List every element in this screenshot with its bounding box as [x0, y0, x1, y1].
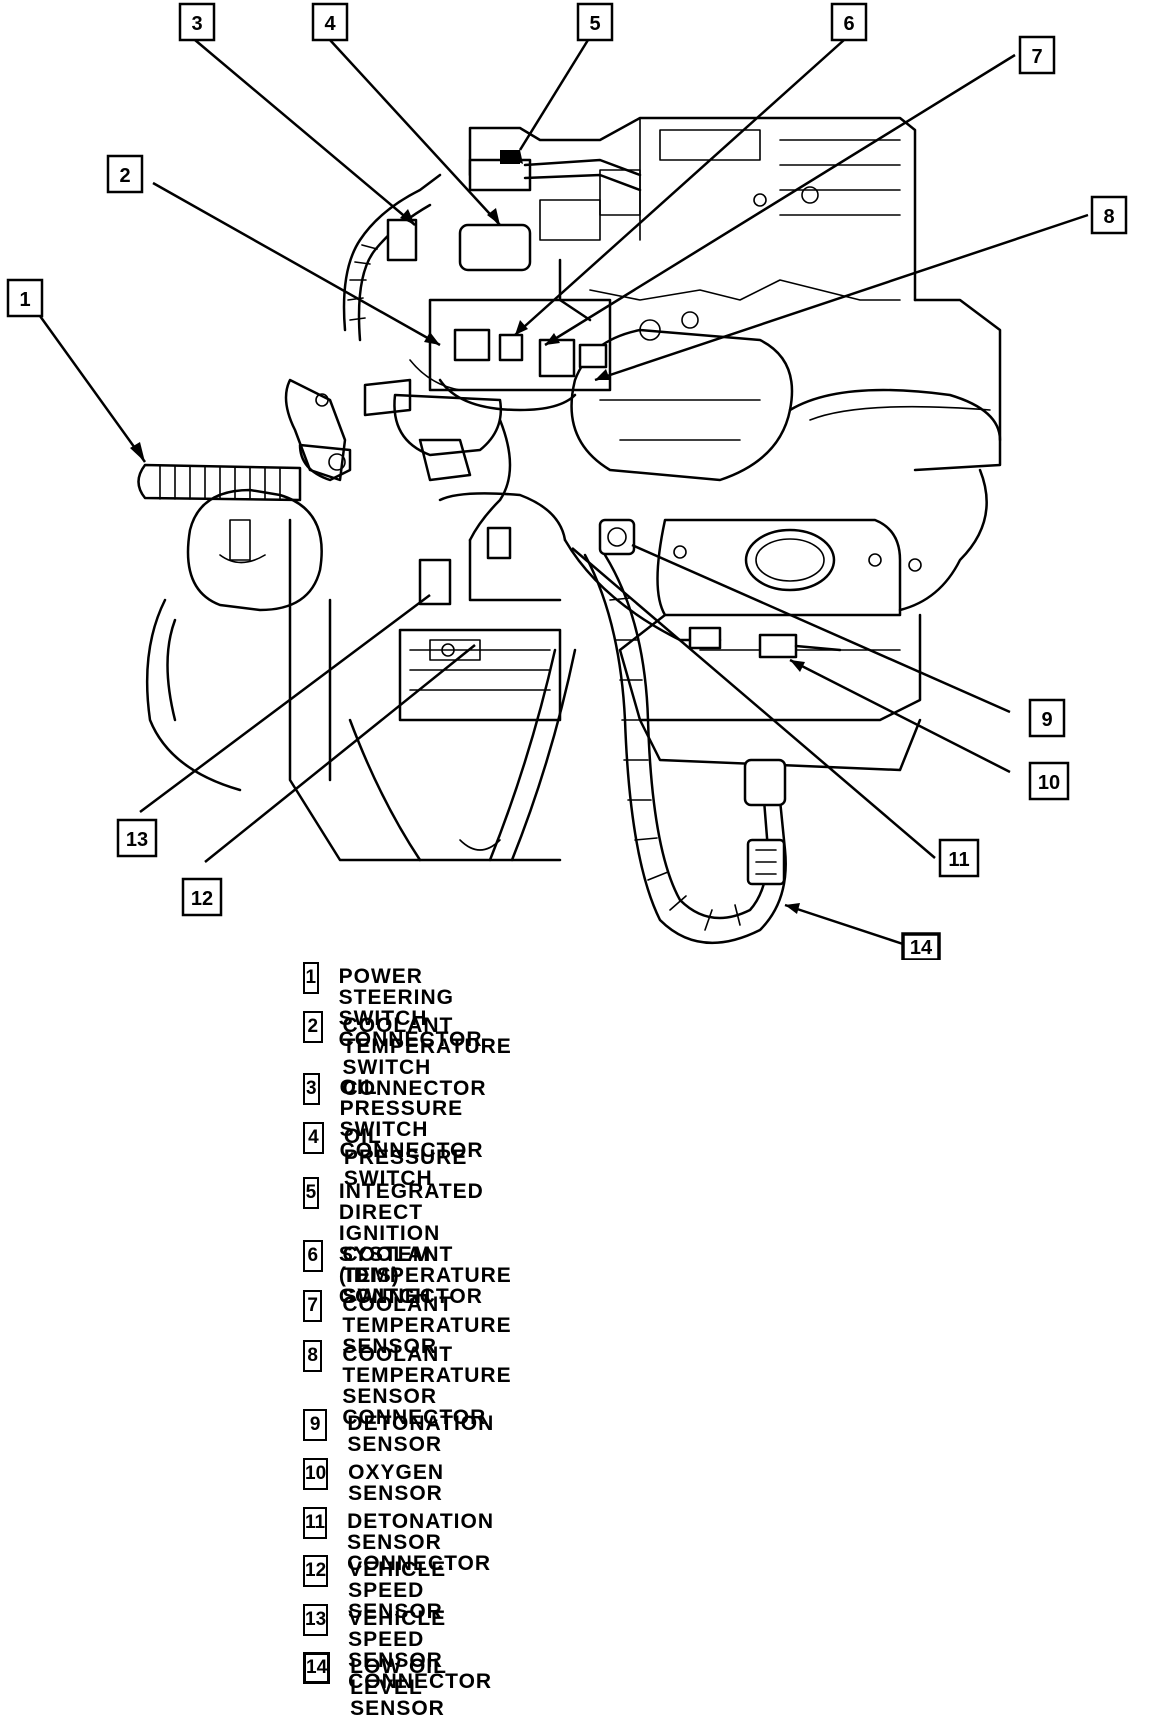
legend-label: DETONATION SENSOR CONNECTOR — [347, 1510, 494, 1575]
legend-item-13: 13 VEHICLE SPEED SENSOR CONNECTOR — [303, 1604, 503, 1692]
legend-item-5: 5 INTEGRATED DIRECT IGNITION SYSTEM (IDI… — [303, 1177, 504, 1307]
leader-lines — [38, 39, 1089, 946]
legend-number: 11 — [303, 1507, 328, 1539]
legend-item-6: 6 COOLANT TEMPERATURE SWITCH — [303, 1240, 528, 1307]
leader-7 — [544, 53, 1016, 347]
legend-number: 2 — [303, 1011, 323, 1043]
legend-label: INTEGRATED DIRECT IGNITION SYSTEM (IDIS)… — [338, 1180, 484, 1308]
legend-item-11: 11 DETONATION SENSOR CONNECTOR — [303, 1507, 506, 1574]
legend-label: DETONATION SENSOR — [347, 1412, 495, 1456]
legend-number: 9 — [303, 1409, 328, 1441]
callout-5: 5 — [576, 2, 614, 42]
legend-label: POWER STEERING SWITCH CONNECTOR — [338, 965, 483, 1051]
legend-label: COOLANT TEMPERATURE SWITCH — [342, 1243, 512, 1308]
legend-number: 14 — [303, 1652, 331, 1684]
leader-12 — [204, 644, 476, 863]
leader-9 — [631, 543, 1011, 714]
legend-label: OIL PRESSURE SWITCH CONNECTOR — [339, 1076, 484, 1162]
callout-14: 14 — [901, 932, 941, 960]
legend-item-3: 3 OIL PRESSURE SWITCH CONNECTOR — [303, 1073, 503, 1161]
legend-label: OIL PRESSURE SWITCH — [343, 1125, 468, 1190]
leader-3 — [194, 39, 416, 226]
legend-item-10: 10 OXYGEN SENSOR — [303, 1458, 455, 1504]
svg-text:10: 10 — [1038, 772, 1060, 794]
legend-number: 6 — [303, 1240, 323, 1272]
leader-11 — [571, 547, 936, 859]
legend-number: 8 — [303, 1340, 323, 1372]
callout-3: 3 — [178, 2, 216, 42]
legend-number: 5 — [303, 1177, 319, 1209]
callout-1: 1 — [6, 278, 44, 318]
legend-item-7: 7 COOLANT TEMPERATURE SENSOR — [303, 1290, 528, 1357]
svg-text:3: 3 — [191, 13, 202, 35]
callout-6: 6 — [830, 2, 868, 42]
legend-label: VEHICLE SPEED SENSOR — [348, 1558, 447, 1623]
svg-text:14: 14 — [910, 937, 933, 959]
svg-text:6: 6 — [843, 13, 854, 35]
callout-10: 10 — [1028, 761, 1070, 801]
svg-text:5: 5 — [589, 13, 600, 35]
svg-text:8: 8 — [1103, 206, 1114, 228]
legend-item-8: 8 COOLANT TEMPERATURE SENSOR CONNECTOR — [303, 1340, 528, 1428]
legend-label: COOLANT TEMPERATURE SENSOR — [342, 1293, 512, 1358]
legend-item-2: 2 COOLANT TEMPERATURE SWITCH CONNECTOR — [303, 1011, 528, 1099]
legend-label: OXYGEN SENSOR — [348, 1461, 444, 1505]
svg-text:4: 4 — [324, 13, 336, 35]
svg-text:9: 9 — [1041, 709, 1052, 731]
leader-4 — [329, 39, 501, 226]
legend-number: 13 — [303, 1604, 329, 1636]
svg-text:12: 12 — [191, 888, 213, 910]
legend-number: 3 — [303, 1073, 320, 1105]
leader-2 — [152, 181, 441, 347]
leader-8 — [594, 213, 1089, 382]
legend-label: LOW OIL LEVEL SENSOR — [350, 1655, 447, 1720]
svg-text:11: 11 — [948, 849, 969, 871]
callout-8: 8 — [1090, 195, 1128, 235]
leader-6 — [514, 39, 845, 336]
leader-1 — [38, 315, 147, 463]
engine-illustration — [137, 116, 1002, 945]
legend-label: COOLANT TEMPERATURE SWITCH CONNECTOR — [342, 1014, 512, 1100]
legend-number: 7 — [303, 1290, 323, 1322]
callout-11: 11 — [938, 838, 980, 878]
callout-13: 13 — [116, 818, 158, 858]
legend-number: 12 — [303, 1555, 329, 1587]
legend-item-14: 14 LOW OIL LEVEL SENSOR — [303, 1652, 454, 1719]
engine-component-diagram: 1 2 3 4 5 6 7 8 9 10 11 12 — [6, 2, 1128, 960]
legend-item-12: 12 VEHICLE SPEED SENSOR — [303, 1555, 457, 1622]
svg-text:13: 13 — [126, 829, 148, 851]
legend-item-1: 1 POWER STEERING SWITCH CONNECTOR — [303, 962, 503, 1050]
legend-number: 10 — [303, 1458, 329, 1490]
leader-10 — [789, 658, 1011, 774]
svg-text:1: 1 — [19, 289, 30, 311]
legend-number: 4 — [303, 1122, 324, 1154]
leader-13 — [139, 593, 431, 814]
callout-12: 12 — [181, 877, 223, 917]
callout-2: 2 — [106, 154, 144, 194]
svg-text:2: 2 — [119, 165, 130, 187]
callout-4: 4 — [311, 2, 349, 42]
leader-14 — [784, 903, 904, 946]
legend-number: 1 — [303, 962, 319, 994]
legend-label: COOLANT TEMPERATURE SENSOR CONNECTOR — [342, 1343, 512, 1429]
leader-5 — [518, 39, 590, 151]
callout-7: 7 — [1018, 35, 1056, 75]
svg-text:7: 7 — [1031, 46, 1042, 68]
legend-item-4: 4 OIL PRESSURE SWITCH — [303, 1122, 483, 1189]
legend-item-9: 9 DETONATION SENSOR — [303, 1409, 506, 1455]
legend-label: VEHICLE SPEED SENSOR CONNECTOR — [348, 1607, 493, 1693]
callout-9: 9 — [1028, 698, 1066, 738]
